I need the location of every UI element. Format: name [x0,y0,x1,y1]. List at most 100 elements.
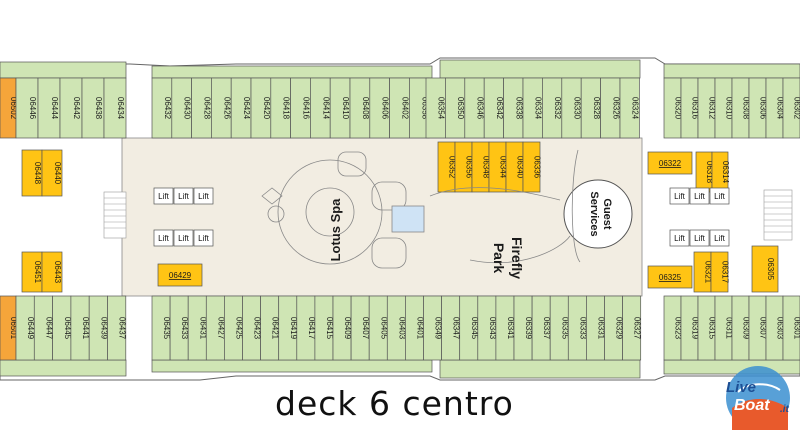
cabin-06314[interactable]: 06314 [711,151,730,193]
cabin-06309[interactable]: 06309 [731,295,751,361]
cabin-06344[interactable]: 06344 [488,141,508,193]
cabin-06406[interactable]: 06406 [369,77,390,139]
cabin-06410[interactable]: 06410 [329,77,351,139]
cabin-06439[interactable]: 06439 [88,295,108,361]
cabin-06310[interactable]: 06310 [714,77,734,139]
cabin-06333[interactable]: 06333 [567,295,587,361]
cabin-06350[interactable]: 06350 [445,77,466,139]
cabin-06322[interactable]: 06322 [647,151,693,175]
cabin-06305[interactable]: 06305 [751,245,779,293]
cabin-06327[interactable]: 06327 [622,295,642,361]
cabin-06317[interactable]: 06317 [710,251,730,293]
cabin-06428[interactable]: 06428 [191,77,212,139]
cabin-06338[interactable]: 06338 [503,77,524,139]
cabin-06326[interactable]: 06326 [600,77,621,139]
cabin-06421[interactable]: 06421 [260,295,280,361]
cabin-06501[interactable]: 06501 [0,295,18,361]
cabin-06329[interactable]: 06329 [604,295,624,361]
cabin-06416[interactable]: 06416 [290,77,311,139]
cabin-06432[interactable]: 06432 [151,77,173,139]
cabin-number: 06407 [361,317,370,340]
cabin-06440[interactable]: 06440 [41,149,63,197]
cabin-06311[interactable]: 06311 [714,295,734,361]
cabin-06335[interactable]: 06335 [549,295,569,361]
cabin-06434[interactable]: 06434 [103,77,127,139]
cabin-06430[interactable]: 06430 [171,77,192,139]
cabin-06448[interactable]: 06448 [21,149,43,197]
cabin-06304[interactable]: 06304 [765,77,785,139]
cabin-06301[interactable]: 06301 [782,295,800,361]
cabin-06337[interactable]: 06337 [531,295,551,361]
cabin-06447[interactable]: 06447 [33,295,53,361]
cabin-06414[interactable]: 06414 [310,77,331,139]
cabin-06405[interactable]: 06405 [368,295,388,361]
cabin-06420[interactable]: 06420 [250,77,272,139]
cabin-06407[interactable]: 06407 [350,295,370,361]
cabin-06409[interactable]: 06409 [332,295,352,361]
cabin-06319[interactable]: 06319 [680,295,700,361]
cabin-06424[interactable]: 06424 [230,77,252,139]
cabin-06320[interactable]: 06320 [663,77,683,139]
cabin-06408[interactable]: 06408 [349,77,371,139]
cabin-06318[interactable]: 06318 [695,151,714,193]
cabin-06451[interactable]: 06451 [21,251,43,293]
cabin-06433[interactable]: 06433 [169,295,189,361]
cabin-06427[interactable]: 06427 [205,295,225,361]
cabin-06349[interactable]: 06349 [423,295,443,361]
cabin-06354[interactable]: 06354 [425,77,446,139]
cabin-06435[interactable]: 06435 [151,295,171,361]
cabin-06308[interactable]: 06308 [731,77,751,139]
cabin-06356[interactable]: 06356 [454,141,474,193]
cabin-06437[interactable]: 06437 [107,295,127,361]
cabin-06339[interactable]: 06339 [513,295,533,361]
cabin-06345[interactable]: 06345 [459,295,479,361]
cabin-06429[interactable]: 06429 [157,263,203,287]
cabin-06418[interactable]: 06418 [270,77,291,139]
cabin-06321[interactable]: 06321 [693,251,713,293]
cabin-06323[interactable]: 06323 [663,295,683,361]
cabin-06446[interactable]: 06446 [15,77,39,139]
cabin-06419[interactable]: 06419 [278,295,298,361]
cabin-06331[interactable]: 06331 [586,295,605,361]
cabin-06316[interactable]: 06316 [680,77,700,139]
cabin-06303[interactable]: 06303 [765,295,785,361]
cabin-06423[interactable]: 06423 [242,295,262,361]
cabin-06341[interactable]: 06341 [495,295,515,361]
cabin-06330[interactable]: 06330 [561,77,582,139]
cabin-06307[interactable]: 06307 [748,295,768,361]
cabin-06401[interactable]: 06401 [405,295,424,361]
cabin-06438[interactable]: 06438 [81,77,105,139]
cabin-06342[interactable]: 06342 [483,77,504,139]
cabin-number: 06354 [437,97,446,120]
cabin-06445[interactable]: 06445 [52,295,72,361]
cabin-06426[interactable]: 06426 [211,77,232,139]
cabin-06332[interactable]: 06332 [542,77,563,139]
cabin-06442[interactable]: 06442 [59,77,83,139]
cabin-06402[interactable]: 06402 [389,77,410,139]
cabin-06324[interactable]: 06324 [619,77,640,139]
cabin-06302[interactable]: 06302 [782,77,800,139]
cabin-06328[interactable]: 06328 [580,77,601,139]
cabin-06343[interactable]: 06343 [477,295,497,361]
cabin-06443[interactable]: 06443 [41,251,63,293]
cabin-06502[interactable]: 06502 [0,77,18,139]
cabin-06449[interactable]: 06449 [15,295,35,361]
cabin-06431[interactable]: 06431 [187,295,207,361]
cabin-06306[interactable]: 06306 [748,77,768,139]
cabin-06403[interactable]: 06403 [386,295,406,361]
cabin-06325[interactable]: 06325 [647,265,693,289]
cabin-06441[interactable]: 06441 [70,295,90,361]
cabin-06415[interactable]: 06415 [314,295,334,361]
cabin-06340[interactable]: 06340 [505,141,525,193]
cabin-06334[interactable]: 06334 [522,77,543,139]
cabin-06352[interactable]: 06352 [437,141,457,193]
cabin-06417[interactable]: 06417 [296,295,316,361]
cabin-06444[interactable]: 06444 [37,77,61,139]
cabin-06347[interactable]: 06347 [441,295,461,361]
cabin-06315[interactable]: 06315 [697,295,717,361]
cabin-06312[interactable]: 06312 [697,77,717,139]
cabin-06348[interactable]: 06348 [471,141,491,193]
cabin-06346[interactable]: 06346 [464,77,485,139]
cabin-06336[interactable]: 06336 [522,141,542,193]
cabin-06425[interactable]: 06425 [224,295,243,361]
